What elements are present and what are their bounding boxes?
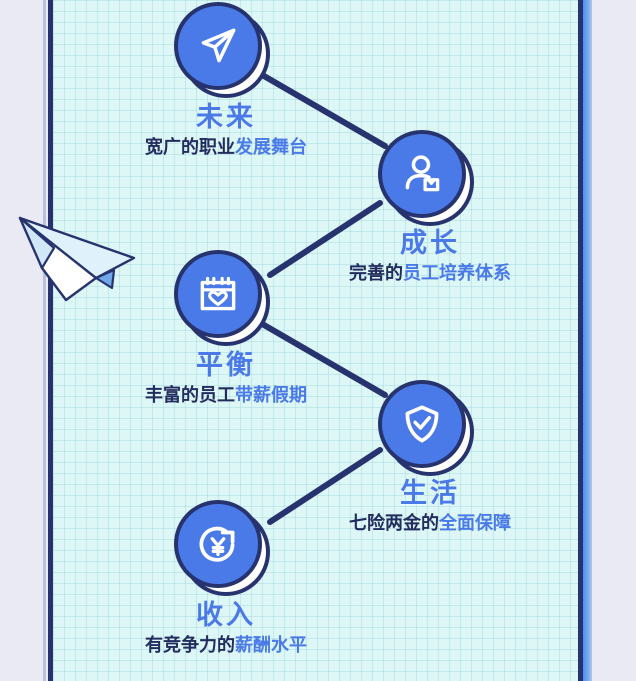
- person-briefcase-icon: [405, 155, 440, 192]
- node-subtitle-dark-future: 宽广的职业: [145, 137, 235, 158]
- node-growth[interactable]: [378, 130, 478, 230]
- node-subtitle-life: 七险两金的全面保障: [310, 512, 550, 535]
- node-subtitle-dark-life: 七险两金的: [349, 513, 439, 534]
- node-subtitle-dark-growth: 完善的: [349, 263, 403, 284]
- label-future: 未来 宽广的职业发展舞台: [106, 102, 346, 159]
- node-subtitle-accent-income: 薪酬水平: [235, 635, 307, 656]
- paper-plane-icon: [18, 216, 136, 302]
- badge-income[interactable]: [174, 500, 262, 588]
- badge-balance[interactable]: [174, 250, 262, 338]
- label-balance: 平衡 丰富的员工带薪假期: [106, 350, 346, 407]
- node-subtitle-accent-balance: 带薪假期: [235, 385, 307, 406]
- node-subtitle-dark-income: 有竞争力的: [145, 635, 235, 656]
- node-subtitle-income: 有竞争力的薪酬水平: [106, 634, 346, 657]
- label-growth: 成长 完善的员工培养体系: [310, 228, 550, 285]
- node-title-growth: 成长: [400, 228, 460, 258]
- node-life[interactable]: [378, 380, 478, 480]
- node-balance[interactable]: [174, 250, 274, 350]
- node-subtitle-future: 宽广的职业发展舞台: [106, 136, 346, 159]
- badge-growth[interactable]: [378, 130, 466, 218]
- node-subtitle-growth: 完善的员工培养体系: [310, 262, 550, 285]
- panel-left-edge-stripe: [43, 0, 46, 681]
- send-plane-icon: [201, 28, 236, 63]
- panel-right-edge-stripe: [583, 0, 592, 681]
- node-title-income: 收入: [196, 600, 256, 630]
- calendar-heart-icon: [200, 276, 236, 311]
- node-title-life: 生活: [400, 478, 460, 508]
- badge-future[interactable]: [174, 2, 262, 90]
- label-life: 生活 七险两金的全面保障: [310, 478, 550, 535]
- node-subtitle-accent-life: 全面保障: [439, 513, 511, 534]
- node-income[interactable]: [174, 500, 274, 600]
- shield-check-icon: [405, 405, 439, 443]
- node-subtitle-accent-future: 发展舞台: [235, 137, 307, 158]
- node-title-balance: 平衡: [196, 350, 256, 380]
- node-subtitle-balance: 丰富的员工带薪假期: [106, 384, 346, 407]
- node-title-future: 未来: [196, 102, 256, 132]
- label-income: 收入 有竞争力的薪酬水平: [106, 600, 346, 657]
- badge-life[interactable]: [378, 380, 466, 468]
- node-future[interactable]: [174, 2, 274, 102]
- node-subtitle-accent-growth: 员工培养体系: [403, 263, 511, 284]
- yuan-refresh-icon: [199, 526, 235, 562]
- node-subtitle-dark-balance: 丰富的员工: [145, 385, 235, 406]
